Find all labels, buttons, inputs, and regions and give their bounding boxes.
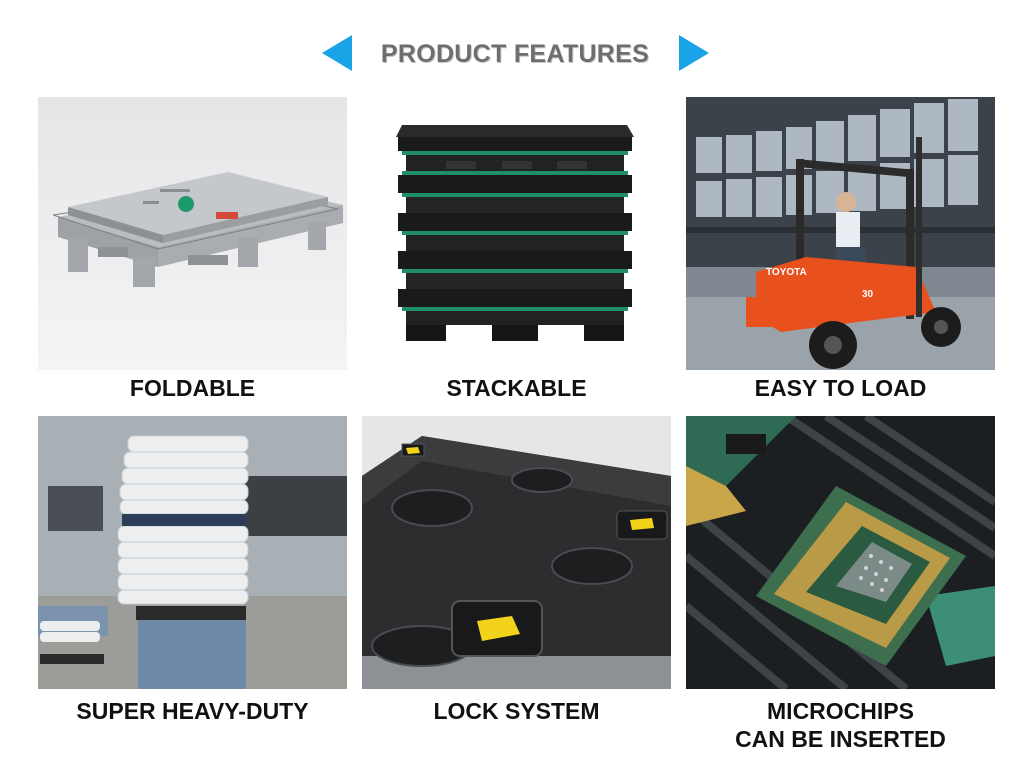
foldable-photo — [38, 97, 347, 370]
feature-label-foldable: FOLDABLE — [129, 375, 256, 401]
feature-label-lock-system: LOCK SYSTEM — [433, 698, 600, 724]
microchips-photo — [686, 416, 995, 689]
arrow-left-icon[interactable] — [322, 35, 352, 71]
easy-to-load-photo: TOYOTA 30 — [686, 97, 995, 370]
forklift-model-text: 30 — [862, 289, 874, 300]
arrow-right-icon[interactable] — [679, 35, 709, 71]
feature-label-microchips-line1: MICROCHIPS — [767, 698, 914, 724]
feature-label-super-heavy-duty: SUPER HEAVY-DUTY — [76, 698, 309, 724]
forklift-brand-text: TOYOTA — [766, 267, 807, 278]
feature-label-microchips-line2: CAN BE INSERTED — [735, 726, 946, 752]
page-title: PRODUCT FEATURES — [380, 40, 650, 68]
lock-system-photo — [362, 416, 671, 689]
page-header: PRODUCT FEATURES — [0, 30, 1030, 78]
feature-label-easy-to-load: EASY TO LOAD — [754, 375, 927, 401]
stackable-photo — [362, 97, 671, 370]
heavy-duty-photo — [38, 416, 347, 689]
feature-label-stackable: STACKABLE — [446, 375, 587, 401]
feature-label-microchips: MICROCHIPS CAN BE INSERTED — [686, 697, 995, 753]
